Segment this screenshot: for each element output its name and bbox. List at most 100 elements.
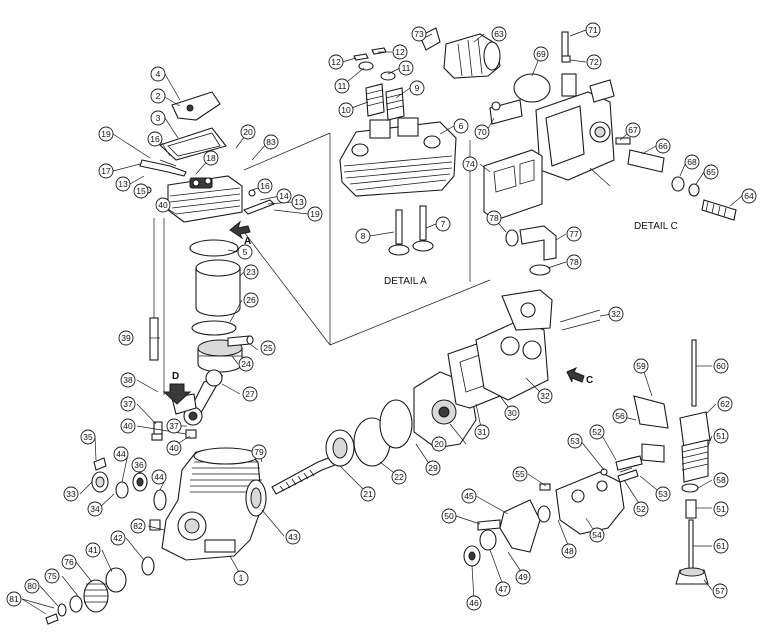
svg-text:83: 83 [266, 137, 276, 147]
callout-82: 82 [130, 518, 146, 534]
callout-41: 41 [85, 542, 101, 558]
svg-text:64: 64 [744, 191, 754, 201]
svg-text:24: 24 [241, 359, 251, 369]
arrow-d-label: D [172, 371, 179, 382]
callout-75: 75 [44, 568, 60, 584]
callout-36: 36 [131, 457, 147, 473]
piston-pin-25 [227, 335, 254, 347]
svg-text:1: 1 [239, 573, 244, 583]
callout-23: 23 [243, 264, 259, 280]
svg-text:68: 68 [687, 157, 697, 167]
detail-a-label: DETAIL A [384, 276, 427, 287]
svg-text:52: 52 [592, 427, 602, 437]
elbow-77-78 [505, 225, 557, 276]
svg-text:29: 29 [428, 463, 438, 473]
gasket-5 [189, 239, 239, 257]
svg-text:22: 22 [394, 472, 404, 482]
callout-69: 69 [533, 46, 549, 62]
arrow-d-icon [162, 383, 192, 405]
callout-47: 47 [495, 581, 511, 597]
plate-70 [489, 99, 523, 125]
callout-22: 22 [391, 469, 407, 485]
callout-13a: 13 [115, 176, 131, 192]
cylinder-head-detail-a [339, 117, 457, 197]
callout-8: 8 [355, 228, 371, 244]
svg-text:81: 81 [9, 594, 19, 604]
callout-77: 77 [566, 226, 582, 242]
arrow-a-icon [229, 220, 251, 240]
rocker-cover [158, 91, 227, 161]
callout-19a: 19 [98, 126, 114, 142]
svg-text:73: 73 [414, 29, 424, 39]
svg-text:55: 55 [515, 469, 525, 479]
callout-44a: 44 [113, 446, 129, 462]
fuel-parts-45-50 [463, 483, 551, 567]
svg-text:11: 11 [402, 63, 411, 73]
detail-c-label: DETAIL C [634, 221, 678, 232]
callout-65: 65 [703, 164, 719, 180]
callout-30: 30 [504, 405, 520, 421]
callout-24: 24 [238, 356, 254, 372]
callout-54: 54 [589, 527, 605, 543]
callout-46: 46 [466, 595, 482, 611]
callout-17: 17 [98, 163, 114, 179]
callout-64: 64 [741, 188, 757, 204]
svg-text:5: 5 [243, 247, 248, 257]
svg-text:54: 54 [592, 530, 602, 540]
callout-20b: 20 [431, 436, 447, 452]
carburetor-63-73 [419, 27, 501, 79]
svg-text:40: 40 [158, 200, 168, 210]
svg-text:12: 12 [331, 57, 341, 67]
callout-40c: 40 [166, 440, 182, 456]
svg-text:80: 80 [27, 581, 37, 591]
piston-ring-26 [191, 320, 237, 336]
svg-text:27: 27 [245, 389, 255, 399]
svg-text:51: 51 [716, 431, 726, 441]
svg-text:49: 49 [518, 572, 528, 582]
callout-3: 3 [150, 110, 166, 126]
callout-51a: 51 [713, 428, 729, 444]
front-gear-stack [45, 457, 167, 625]
callout-48: 48 [561, 543, 577, 559]
manifold-30-32 [475, 289, 601, 401]
callout-25: 25 [260, 340, 276, 356]
callout-38: 38 [120, 372, 136, 388]
svg-text:62: 62 [720, 399, 730, 409]
callout-53a: 53 [567, 433, 583, 449]
svg-text:57: 57 [715, 586, 725, 596]
svg-text:50: 50 [444, 511, 454, 521]
svg-text:14: 14 [279, 191, 289, 201]
callout-79: 79 [251, 444, 267, 460]
callout-37b: 37 [166, 418, 182, 434]
callout-42: 42 [110, 530, 126, 546]
callout-74: 74 [462, 156, 478, 172]
valve-springs-9-10 [365, 83, 405, 121]
svg-text:17: 17 [101, 166, 111, 176]
cylinder-head-left [167, 175, 243, 223]
callout-44b: 44 [151, 469, 167, 485]
svg-text:16: 16 [260, 181, 270, 191]
callout-43: 43 [285, 529, 301, 545]
svg-text:10: 10 [341, 105, 351, 115]
callout-11a: 11 [334, 78, 350, 94]
callout-7: 7 [435, 216, 451, 232]
shaft-64-66-68 [615, 137, 737, 221]
oring-69 [513, 73, 551, 103]
svg-text:8: 8 [361, 231, 366, 241]
gasket-74 [483, 149, 543, 221]
detail-c-housing [513, 31, 615, 181]
callout-73: 73 [411, 26, 427, 42]
callout-40b: 40 [120, 418, 136, 434]
arrow-c-label: C [586, 375, 593, 386]
small-fittings-52-53 [600, 455, 643, 483]
svg-text:21: 21 [363, 489, 373, 499]
callout-39: 39 [118, 330, 134, 346]
svg-text:39: 39 [121, 333, 131, 343]
svg-text:19: 19 [310, 209, 320, 219]
callout-81: 81 [6, 591, 22, 607]
callout-58: 58 [713, 472, 729, 488]
svg-text:53: 53 [658, 489, 668, 499]
svg-text:35: 35 [83, 432, 93, 442]
svg-text:12: 12 [395, 47, 405, 57]
svg-text:6: 6 [459, 121, 464, 131]
